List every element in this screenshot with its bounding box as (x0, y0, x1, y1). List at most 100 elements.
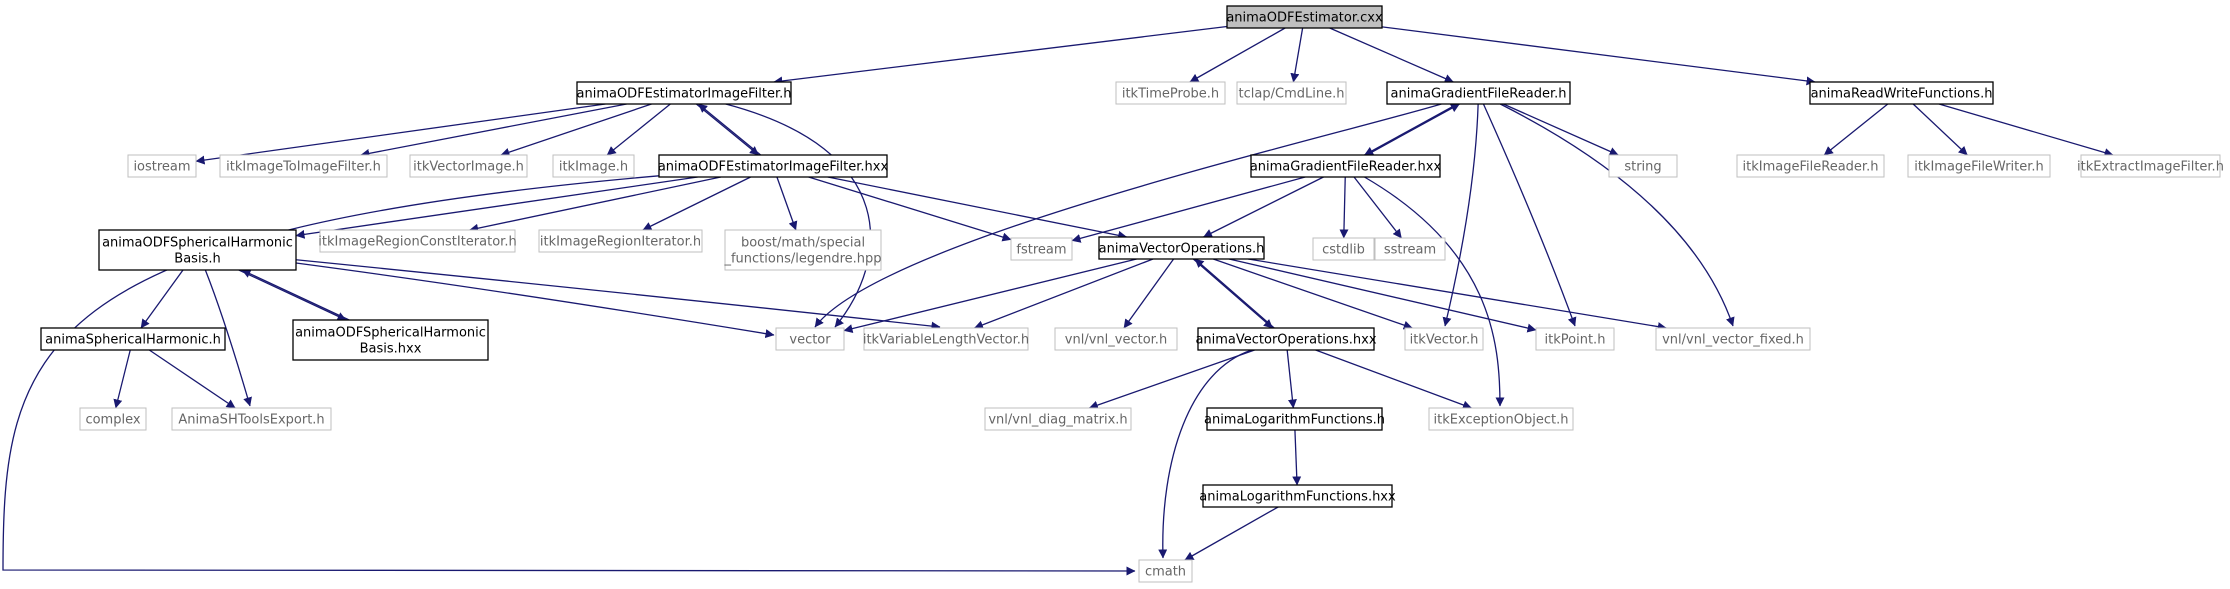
edge-gfrhxx-to-cstdlib (1339, 176, 1349, 239)
edge-oshbh-to-vector (295, 262, 775, 339)
node-box-gfrh (1386, 81, 1571, 105)
node-sstream: sstream (1374, 237, 1446, 261)
node-box-shexport (171, 407, 332, 431)
node-cstdlib: cstdlib (1312, 237, 1375, 261)
node-itkimage: itkImage.h (552, 154, 635, 178)
node-vnlfixed: vnl/vnl_vector_fixed.h (1655, 327, 1811, 351)
node-label-root: animaODFEstimator.cxx (1226, 11, 1383, 26)
node-label-irci: itkImageRegionConstIterator.h (318, 235, 516, 250)
node-label-iostream: iostream (133, 160, 190, 175)
edge-oshbh-to-ivlv (295, 259, 941, 331)
edge-oefh-to-itkimage (606, 103, 671, 156)
node-vech[interactable]: animaVectorOperations.h (1098, 236, 1265, 260)
edge-vech-to-itkpoint (1228, 258, 1537, 333)
edge-oefh-to-oefhxx (695, 103, 759, 156)
node-label-complex: complex (85, 413, 140, 428)
node-box-itkpoint (1535, 327, 1615, 351)
node-label-iri: itkImageRegionIterator.h (540, 235, 701, 250)
edge-oshbh-to-shexport (204, 269, 252, 407)
edge-shh-to-shexport (148, 349, 236, 409)
node-itkvec: itkVector.h (1404, 327, 1484, 351)
node-vechxx[interactable]: animaVectorOperations.hxx (1195, 327, 1377, 351)
edge-oefhxx-to-oshbh (295, 176, 698, 239)
node-label-itkpoint: itkPoint.h (1545, 333, 1606, 348)
edge-loghxx-to-cmath (1184, 506, 1279, 561)
edge-vechxx-to-vech (1194, 258, 1275, 329)
node-shh[interactable]: animaSphericalHarmonic.h (40, 327, 226, 351)
node-box-legendre (724, 229, 882, 271)
node-logh[interactable]: animaLogarithmFunctions.h (1204, 407, 1385, 431)
node-timeprobe: itkTimeProbe.h (1115, 81, 1226, 105)
node-exc: itkExceptionObject.h (1428, 407, 1574, 431)
node-label-sstream: sstream (1384, 243, 1436, 258)
node-iostream: iostream (127, 154, 197, 178)
edge-shh-to-complex (113, 349, 131, 409)
node-label-oshbhxx-line2: Basis.hxx (360, 342, 422, 357)
node-legendre: boost/math/special_functions/legendre.hp… (723, 229, 882, 271)
node-gfrhxx[interactable]: animaGradientFileReader.hxx (1250, 154, 1442, 178)
node-label-oefhxx: animaODFEstimatorImageFilter.hxx (658, 160, 889, 175)
node-itkpoint: itkPoint.h (1535, 327, 1615, 351)
node-gfrh[interactable]: animaGradientFileReader.h (1386, 81, 1571, 105)
node-box-vnlfixed (1655, 327, 1811, 351)
node-box-string (1608, 154, 1678, 178)
edge-gfrhxx-to-sstream (1353, 176, 1402, 239)
node-label-vech: animaVectorOperations.h (1099, 242, 1265, 257)
node-loghxx[interactable]: animaLogarithmFunctions.hxx (1199, 484, 1396, 508)
node-label-oshbh-line2: Basis.h (174, 252, 220, 267)
node-box-itkvecimg (409, 154, 528, 178)
edge-gfrhxx-to-fstream (1071, 176, 1306, 243)
edge-vechxx-to-diag (1088, 349, 1255, 410)
node-box-oshbh (98, 229, 297, 271)
node-box-shh (40, 327, 226, 351)
node-box-fstream (1010, 237, 1073, 261)
node-box-ifw (1907, 154, 2051, 178)
node-label-shexport: AnimaSHToolsExport.h (178, 413, 324, 428)
edge-gfrh-to-string (1503, 103, 1619, 156)
node-box-complex (79, 407, 147, 431)
node-box-logh (1206, 407, 1383, 431)
node-box-timeprobe (1115, 81, 1226, 105)
edge-oshbh-to-oshbhxx (238, 269, 347, 321)
node-iri: itkImageRegionIterator.h (538, 229, 703, 253)
node-box-cmath (1138, 559, 1193, 583)
node-label-vnlvec: vnl/vnl_vector.h (1065, 333, 1167, 348)
node-layer: animaODFEstimator.cxx animaODFEstimatorIm… (40, 5, 2224, 583)
node-label-diag: vnl/vnl_diag_matrix.h (988, 413, 1127, 428)
node-label-ittif: itkImageToImageFilter.h (226, 160, 381, 175)
node-box-cstdlib (1312, 237, 1375, 261)
node-box-ivlv (863, 327, 1029, 351)
node-label-logh: animaLogarithmFunctions.h (1204, 413, 1385, 428)
edge-root-to-cmdline (1290, 27, 1304, 83)
edge-vech-to-vnlvec (1123, 258, 1175, 329)
edge-vechxx-to-cmath (1158, 349, 1253, 559)
edge-oefhxx-to-fstream (808, 176, 1012, 242)
node-fstream: fstream (1010, 237, 1073, 261)
edge-vech-to-vector (843, 258, 1137, 334)
node-box-cmdline (1236, 81, 1347, 105)
node-box-vech (1098, 236, 1265, 260)
node-label-rwf: animaReadWriteFunctions.h (1811, 87, 1993, 102)
edge-gfrh-to-gfrhxx (1364, 103, 1458, 156)
node-label-cstdlib: cstdlib (1322, 243, 1365, 258)
node-rwf[interactable]: animaReadWriteFunctions.h (1809, 81, 1994, 105)
node-oefh[interactable]: animaODFEstimatorImageFilter.h (576, 81, 792, 105)
edge-rwf-to-ifr (1823, 103, 1889, 156)
node-oefhxx[interactable]: animaODFEstimatorImageFilter.hxx (658, 154, 889, 178)
node-box-oefhxx (658, 154, 888, 178)
node-box-vechxx (1197, 327, 1375, 351)
node-label-vnlfixed: vnl/vnl_vector_fixed.h (1662, 333, 1804, 348)
edge-gfrh-to-itkvec (1442, 103, 1479, 327)
node-string: string (1608, 154, 1678, 178)
node-root[interactable]: animaODFEstimator.cxx (1226, 5, 1383, 29)
node-box-vector (775, 327, 845, 351)
edge-oefh-to-iostream (195, 103, 606, 165)
edge-root-to-gfrh (1329, 27, 1454, 83)
node-label-ivlv: itkVariableLengthVector.h (863, 333, 1029, 348)
edge-vech-to-itkvec (1213, 258, 1413, 330)
node-ivlv: itkVariableLengthVector.h (863, 327, 1029, 351)
edge-root-to-oefh (773, 25, 1228, 86)
